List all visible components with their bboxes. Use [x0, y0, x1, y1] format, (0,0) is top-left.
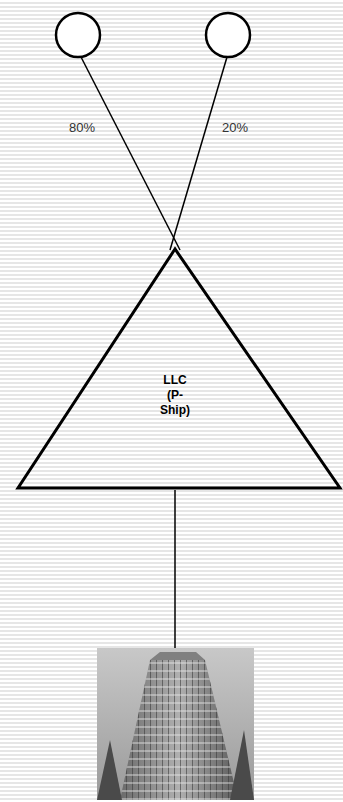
- entity-triangle: LLC (P-Ship): [14, 246, 343, 490]
- ownership-percent: 80%: [69, 120, 95, 135]
- triangle-outline: [14, 246, 343, 490]
- ownership-line: [170, 57, 227, 250]
- entity-name: LLC (P-Ship): [160, 373, 190, 418]
- ownership-percent: 20%: [222, 120, 248, 135]
- owner-circle: [56, 13, 100, 57]
- owner-circle: [206, 13, 250, 57]
- holding-line: [174, 490, 176, 648]
- building-photo: [97, 648, 254, 800]
- ownership-line: [81, 57, 180, 250]
